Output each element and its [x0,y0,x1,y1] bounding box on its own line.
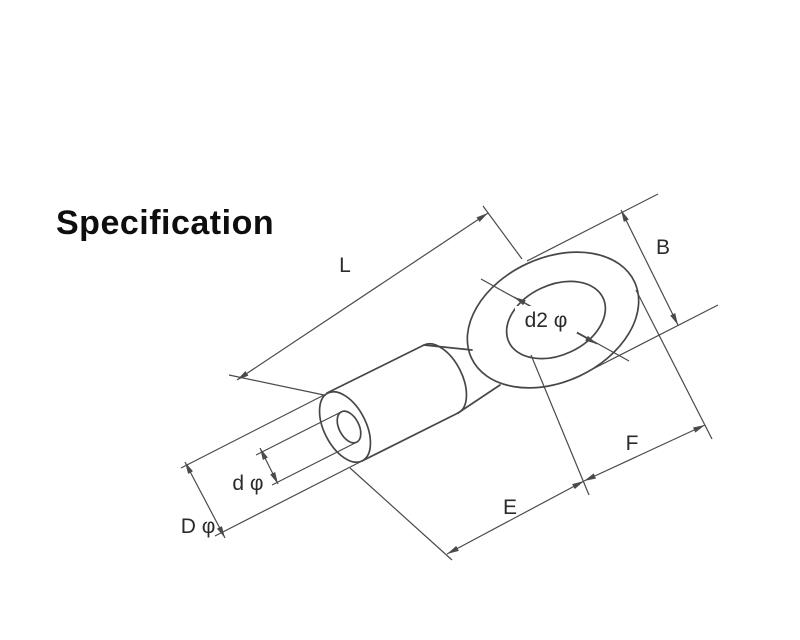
b-ext-line-upper [526,193,659,262]
e-dim-line [446,480,585,555]
d-ext-line-upper [255,411,342,456]
label-F: F [626,432,639,455]
dimension-d: d φ [232,411,358,495]
d-ext-line-lower [271,441,358,486]
label-d: d φ [232,472,263,495]
d-dim-line [259,447,279,485]
barrel-top-edge [326,344,425,394]
e-ext-line-left [349,467,453,561]
l-ext-line-right [482,205,523,260]
barrel-transition-edge [423,342,468,414]
dcap-dim-line [184,461,226,539]
label-B: B [656,236,670,259]
dimension-E: E [349,467,585,561]
dimension-D: D φ [180,392,363,539]
b-dim-line [620,209,679,326]
tongue-bottom-edge [457,384,501,414]
f-ext-line-right [635,289,713,440]
b-ext-line-lower [582,304,719,375]
d2-label-backplate [515,306,577,333]
dimension-L: L [228,205,523,396]
label-E: E [503,496,517,519]
dimension-B: B [526,193,719,375]
dcap-ext-line-lower [214,460,363,537]
l-ext-line-left [228,374,325,396]
label-L: L [339,254,351,277]
f-dim-line [583,424,706,482]
dcap-ext-line-upper [180,392,329,469]
l-dim-line [236,212,489,381]
label-D: D φ [181,515,216,538]
tongue-top-edge [423,344,473,351]
dimension-F: F [530,289,713,496]
barrel-bottom-edge [361,412,459,462]
ef-ext-line-shared [530,354,590,496]
dimension-d2: d2 φ [480,278,630,362]
ring-hole-edge [505,280,607,360]
label-d2: d2 φ [525,309,568,332]
terminal-part [318,251,640,464]
